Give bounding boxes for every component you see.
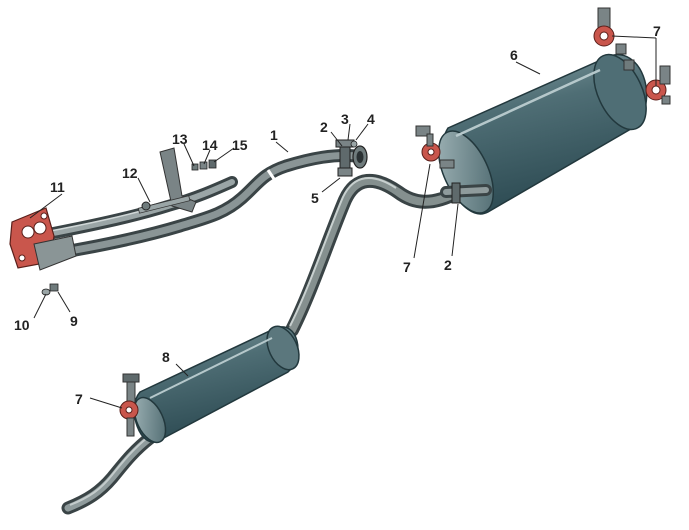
callout-10: 10 [14, 317, 30, 333]
pipe-clamp [335, 139, 358, 177]
callout-4: 4 [367, 111, 375, 127]
manifold-flange [9, 207, 77, 296]
callout-7-middle: 7 [403, 259, 411, 275]
tail-pipe [61, 431, 157, 515]
hanger-front-muffler [119, 373, 140, 437]
callout-7-top-right: 7 [653, 23, 661, 39]
callout-13: 13 [172, 131, 188, 147]
callout-8: 8 [162, 349, 170, 365]
callout-3: 3 [341, 111, 349, 127]
rear-muffler [437, 53, 648, 215]
callout-labels: 1 2 3 4 5 6 7 7 2 8 7 9 10 11 12 13 14 1… [14, 23, 661, 407]
hanger-rear-muffler-left [415, 125, 455, 169]
callout-12: 12 [122, 165, 138, 181]
callout-2-front: 2 [320, 119, 328, 135]
intermediate-pipe [285, 173, 465, 337]
callout-9: 9 [70, 313, 78, 329]
hanger-rear-muffler-top [593, 7, 627, 55]
front-muffler [133, 325, 300, 444]
callout-15: 15 [232, 137, 248, 153]
callout-1: 1 [270, 127, 278, 143]
callout-5: 5 [311, 190, 319, 206]
callout-6: 6 [510, 47, 518, 63]
hanger-rear-muffler-right [645, 65, 671, 105]
callout-14: 14 [202, 137, 218, 153]
callout-11: 11 [50, 179, 65, 195]
mounting-bracket [137, 147, 217, 214]
callout-2-rear: 2 [444, 257, 452, 273]
leader-lines [29, 35, 657, 409]
callout-7-bottom: 7 [75, 391, 83, 407]
